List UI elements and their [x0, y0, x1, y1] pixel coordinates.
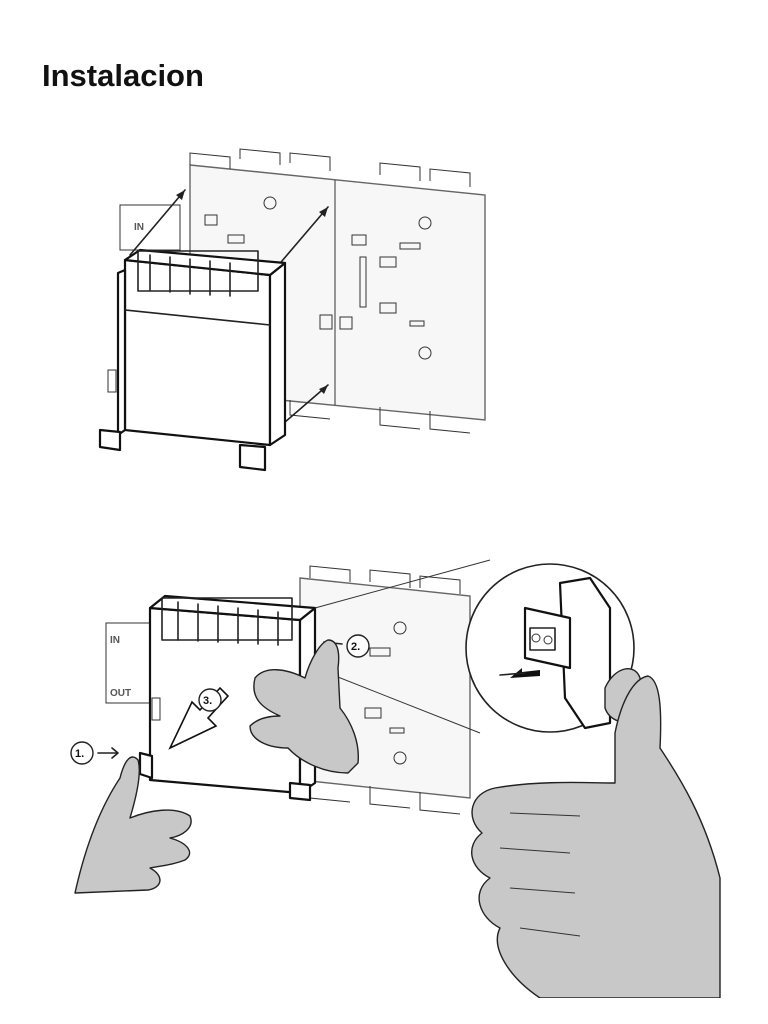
input-label: IN [134, 222, 144, 233]
middle-hand [249, 639, 359, 774]
svg-text:1.: 1. [75, 748, 84, 760]
svg-text:3.: 3. [203, 695, 212, 707]
installation-diagram-removal: IN OUT 1. 2. [70, 559, 721, 998]
svg-text:2.: 2. [351, 641, 360, 653]
page-title: Instalacion [42, 58, 204, 93]
meter-module [98, 248, 287, 472]
installation-diagram-mount: IN [98, 148, 486, 472]
zoom-detail [465, 563, 646, 733]
input-label: IN [110, 635, 120, 646]
step-3-badge: 3. [198, 688, 222, 712]
left-hand [74, 756, 192, 894]
zoom-lines [314, 559, 491, 734]
step-1-badge: 1. [70, 741, 119, 765]
output-label: OUT [110, 688, 131, 699]
right-hand [471, 675, 721, 998]
